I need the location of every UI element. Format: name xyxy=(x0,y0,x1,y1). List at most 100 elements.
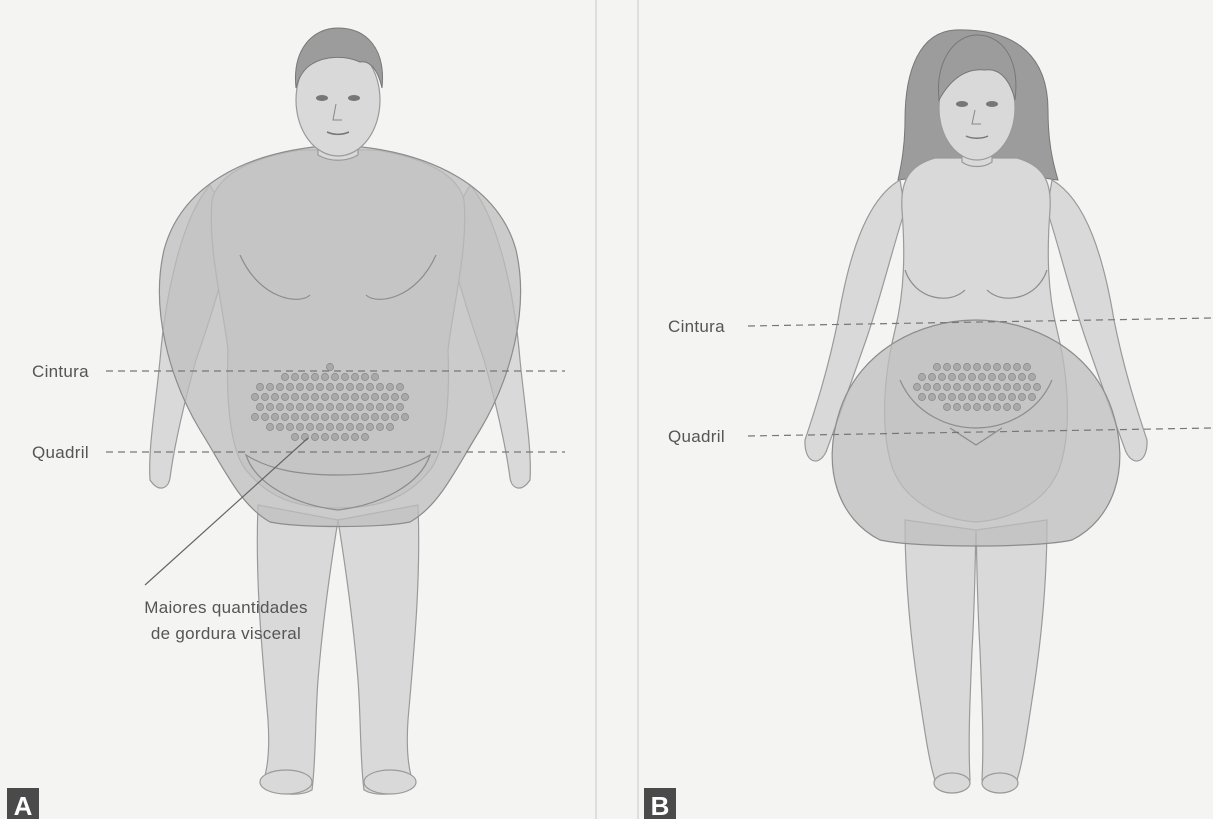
fat-dot xyxy=(361,393,368,400)
fat-dot xyxy=(301,413,308,420)
fat-dot xyxy=(291,413,298,420)
fat-dot xyxy=(276,383,283,390)
fat-dot xyxy=(256,403,263,410)
fat-dot xyxy=(291,393,298,400)
fat-dot xyxy=(933,363,940,370)
fat-dot xyxy=(306,403,313,410)
fat-dot xyxy=(963,383,970,390)
fat-dot xyxy=(386,403,393,410)
fat-dot xyxy=(301,393,308,400)
fat-dot xyxy=(988,373,995,380)
fat-dot xyxy=(311,373,318,380)
male-foot-left xyxy=(260,770,312,794)
fat-dot xyxy=(286,423,293,430)
fat-dot xyxy=(963,403,970,410)
fat-dot xyxy=(366,383,373,390)
fat-dot xyxy=(271,393,278,400)
fat-dot xyxy=(351,413,358,420)
fat-dot xyxy=(361,373,368,380)
fat-dot xyxy=(1023,383,1030,390)
fat-dot xyxy=(948,373,955,380)
fat-dot xyxy=(276,423,283,430)
fat-dot xyxy=(968,373,975,380)
fat-dot xyxy=(938,393,945,400)
fat-dot xyxy=(371,413,378,420)
fat-dot xyxy=(261,393,268,400)
fat-dot xyxy=(973,403,980,410)
hip-label-b: Quadril xyxy=(668,427,725,446)
fat-dot xyxy=(978,373,985,380)
fat-dot xyxy=(261,413,268,420)
fat-dot xyxy=(251,413,258,420)
fat-dot xyxy=(291,433,298,440)
fat-dot xyxy=(351,393,358,400)
fat-dot xyxy=(266,423,273,430)
fat-dot xyxy=(256,383,263,390)
fat-dot xyxy=(281,393,288,400)
fat-dot xyxy=(251,393,258,400)
fat-dot xyxy=(351,433,358,440)
fat-dot xyxy=(371,373,378,380)
fat-dot xyxy=(958,393,965,400)
fat-dot xyxy=(963,363,970,370)
fat-dot xyxy=(1013,383,1020,390)
fat-dot xyxy=(291,373,298,380)
fat-dot xyxy=(366,423,373,430)
fat-dot xyxy=(341,413,348,420)
fat-dot xyxy=(988,393,995,400)
female-foot-right xyxy=(982,773,1018,793)
fat-dot xyxy=(928,373,935,380)
fat-dot xyxy=(376,383,383,390)
fat-dot xyxy=(311,433,318,440)
fat-dot xyxy=(376,403,383,410)
fat-dot xyxy=(321,373,328,380)
fat-dot xyxy=(993,383,1000,390)
fat-dot xyxy=(943,403,950,410)
fat-dot xyxy=(331,413,338,420)
fat-dot xyxy=(346,383,353,390)
fat-dot xyxy=(266,403,273,410)
fat-dot xyxy=(326,423,333,430)
fat-dot xyxy=(361,413,368,420)
fat-dot xyxy=(381,393,388,400)
fat-dot xyxy=(366,403,373,410)
fat-dot xyxy=(306,423,313,430)
fat-dot xyxy=(376,423,383,430)
fat-dot xyxy=(1008,393,1015,400)
fat-dot xyxy=(943,383,950,390)
fat-dot xyxy=(396,383,403,390)
panel-a: Cintura Quadril Maiores quantidades de g… xyxy=(7,28,565,819)
fat-dot xyxy=(266,383,273,390)
female-fat-distribution xyxy=(832,320,1120,546)
fat-dot xyxy=(286,383,293,390)
annotation-line-2: de gordura visceral xyxy=(151,624,301,643)
fat-dot xyxy=(341,433,348,440)
fat-dot xyxy=(321,413,328,420)
fat-dot xyxy=(1003,383,1010,390)
fat-dot xyxy=(1008,373,1015,380)
fat-dot xyxy=(391,413,398,420)
fat-dot xyxy=(281,373,288,380)
fat-dot xyxy=(281,413,288,420)
fat-dot xyxy=(973,383,980,390)
fat-dot xyxy=(998,373,1005,380)
fat-dot xyxy=(913,383,920,390)
fat-dot xyxy=(386,423,393,430)
female-head xyxy=(938,35,1015,160)
fat-dot xyxy=(938,373,945,380)
fat-dot xyxy=(336,383,343,390)
fat-dot xyxy=(346,403,353,410)
fat-dot xyxy=(316,423,323,430)
fat-dot xyxy=(331,393,338,400)
fat-dot xyxy=(1013,363,1020,370)
female-legs xyxy=(905,520,1047,789)
fat-dot xyxy=(351,373,358,380)
fat-dot xyxy=(928,393,935,400)
fat-dot xyxy=(346,423,353,430)
male-head xyxy=(295,28,382,156)
fat-dot xyxy=(948,393,955,400)
fat-dot xyxy=(993,363,1000,370)
fat-dot xyxy=(306,383,313,390)
